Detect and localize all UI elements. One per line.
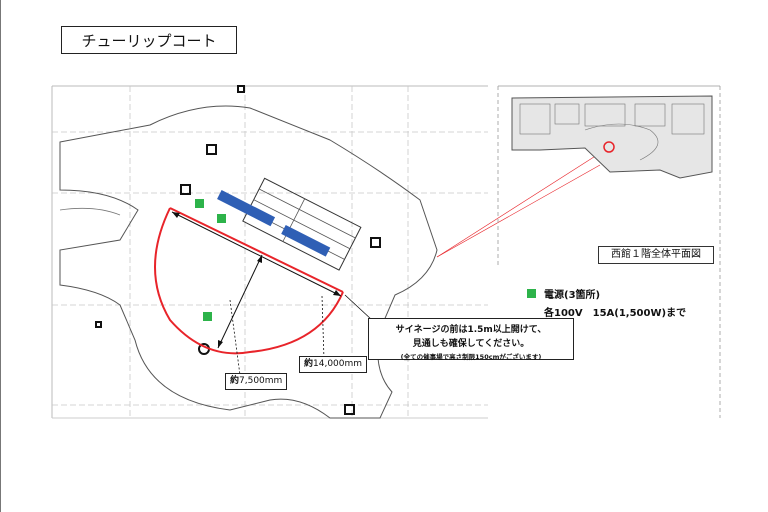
signage-note-line3: (全ての催事場で高さ制限150cmがございます): [400, 353, 542, 361]
grid-lines: [52, 86, 488, 418]
power-legend-swatch: [527, 289, 536, 298]
columns: [95, 85, 381, 415]
page-border: [0, 0, 1, 512]
page-title: チューリップコート: [61, 26, 237, 54]
signage-note: サイネージの前は1.5m以上開けて、 見通しも確保してください。 (全ての催事場…: [368, 318, 574, 361]
power-legend: 電源(3箇所) 各100V 15A(1,500W)まで: [527, 286, 686, 319]
power-legend-title: 電源(3箇所): [544, 290, 601, 301]
length-dimension-line: [171, 211, 342, 297]
length-dimension-label: 約14,000mm: [299, 356, 368, 373]
width-dimension-label: 約7,500mm: [225, 373, 288, 390]
length-dimension-value: 14,000mm: [313, 359, 363, 369]
power-outlet-2: [217, 214, 226, 223]
signage-right: [281, 224, 331, 257]
power-outlet-1: [195, 199, 204, 208]
length-dimension-prefix: 約: [304, 359, 314, 369]
inset-map-label: 西館１階全体平面図: [598, 246, 714, 264]
inset-map: [497, 85, 721, 418]
stage: [217, 177, 362, 271]
width-dimension-line: [217, 254, 263, 349]
plan-panel: [51, 85, 609, 419]
event-area-edge: [169, 207, 344, 293]
width-dimension-value: 7,500mm: [239, 376, 283, 386]
width-dimension-prefix: 約: [230, 376, 240, 386]
signage-note-line1: サイネージの前は1.5m以上開けて、: [395, 325, 547, 335]
power-outlet-3: [203, 312, 212, 321]
power-legend-spec: 各100V 15A(1,500W)まで: [544, 308, 687, 319]
signage-note-line2: 見通しも確保してください。: [412, 339, 530, 349]
event-area-outline: [154, 207, 344, 355]
floor-outline: [59, 105, 438, 419]
signage-left: [217, 190, 276, 227]
